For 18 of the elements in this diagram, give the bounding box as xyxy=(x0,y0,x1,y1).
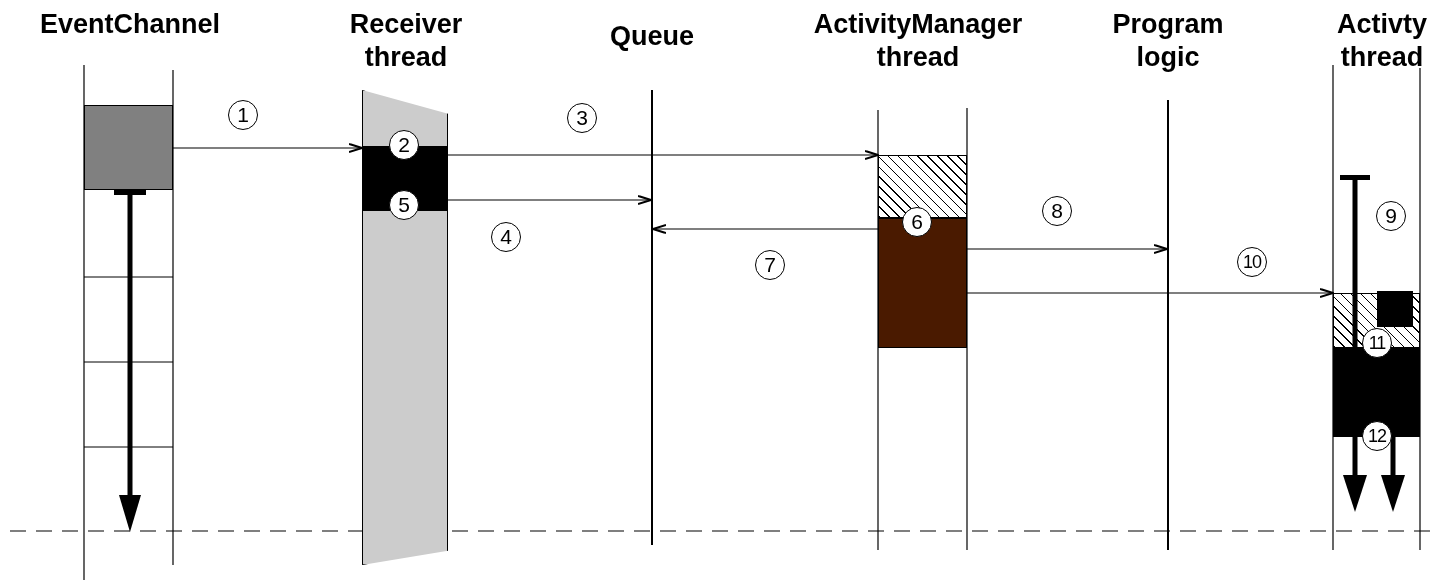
edge-label: 7 xyxy=(755,250,785,280)
callout-number: 5 xyxy=(389,190,419,220)
lifeline-title: Queue xyxy=(610,20,694,53)
lifeline-title: EventChannel xyxy=(40,8,220,41)
lifeline-title: Receiver thread xyxy=(348,8,464,74)
edge-label: 1 xyxy=(228,100,258,130)
lifeline-title: Activty thread xyxy=(1336,8,1428,74)
lifeline xyxy=(1167,100,1169,550)
edge-label: 4 xyxy=(491,222,521,252)
lifeline-title: ActivityManager thread xyxy=(812,8,1024,74)
lifeline-title: Program logic xyxy=(1111,8,1225,74)
callout-number: 9 xyxy=(1376,201,1406,231)
lifeline xyxy=(651,90,653,545)
callout-number: 2 xyxy=(389,130,419,160)
edge-label: 8 xyxy=(1042,196,1072,226)
edge-label: 3 xyxy=(567,103,597,133)
activation-box xyxy=(84,105,173,190)
edge-label: 10 xyxy=(1237,247,1267,277)
